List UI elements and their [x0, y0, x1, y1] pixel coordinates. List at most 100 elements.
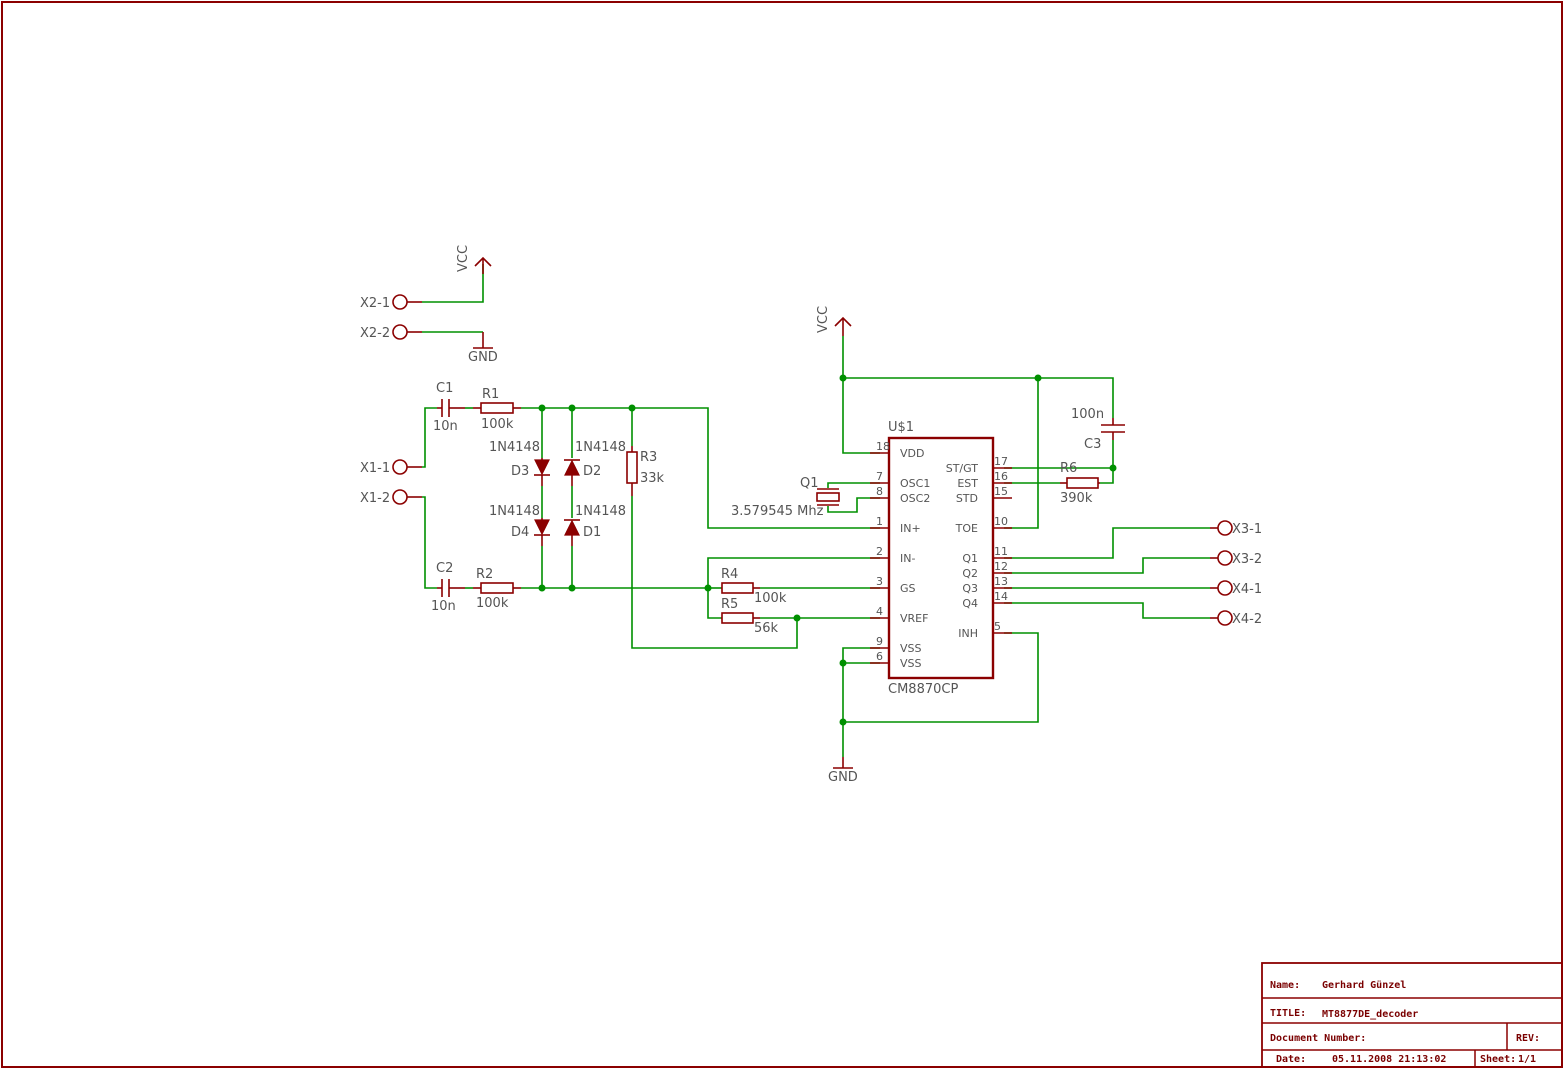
tb-rev-label: REV: [1516, 1033, 1540, 1044]
r1-value: 100k [481, 417, 514, 432]
ic-pin-name: OSC1 [900, 477, 930, 490]
wire-toe [1004, 378, 1039, 529]
crystal-q1[interactable]: Q1 3.579545 Mhz [731, 476, 840, 519]
connector-x1[interactable]: X1-1 X1-2 [360, 459, 422, 506]
d3-value: 1N4148 [489, 440, 540, 455]
resistor-r2[interactable]: R2 100k [473, 567, 521, 611]
wire-q2 [1004, 557, 1210, 574]
wire-x1-2 [422, 496, 437, 589]
diode-d3[interactable]: 1N4148 D3 [489, 440, 550, 486]
title-block: Name: Gerhard Günzel TITLE: MT8877DE_dec… [1261, 962, 1563, 1068]
ic-pin-number: 2 [876, 545, 883, 558]
connector-x3[interactable]: X3-1 X3-2 [1210, 520, 1262, 567]
diode-d2[interactable]: 1N4148 D2 [564, 440, 626, 486]
wire-in-plus [521, 407, 880, 529]
r5-name: R5 [721, 597, 738, 612]
resistor-r3[interactable]: R3 33k [626, 446, 665, 496]
ic-pin-number: 15 [994, 485, 1008, 498]
r6-name: R6 [1060, 461, 1077, 476]
ic-pin-number: 10 [994, 515, 1008, 528]
ic-pin-name: Q1 [962, 552, 978, 565]
ic-pin-name: TOE [955, 522, 978, 535]
r2-name: R2 [476, 567, 493, 582]
gnd-2-label: GND [828, 770, 858, 785]
wire-r3-vref [631, 496, 798, 649]
capacitor-c3[interactable]: 100n C3 [1071, 407, 1125, 452]
x1-2-label: X1-2 [360, 491, 390, 506]
x4-2-label: X4-2 [1232, 612, 1262, 627]
x2-1-label: X2-1 [360, 296, 390, 311]
resistor-r1[interactable]: R1 100k [473, 387, 521, 432]
wire-vdd [842, 336, 880, 454]
ic-right-pins: 17ST/GT16EST15STD10TOE11Q112Q213Q314Q45I… [946, 455, 1012, 640]
q1-value: 3.579545 Mhz [731, 504, 824, 519]
ic-pin-number: 1 [876, 515, 883, 528]
d4-value: 1N4148 [489, 504, 540, 519]
c3-value: 100n [1071, 407, 1104, 422]
ic-pin-name: IN- [900, 552, 915, 565]
r6-value: 390k [1060, 491, 1093, 506]
ic-pin-number: 9 [876, 635, 883, 648]
wire-inh [843, 632, 1039, 723]
d1-value: 1N4148 [575, 504, 626, 519]
ic-pin-name: VDD [900, 447, 924, 460]
connector-x2[interactable]: X2-1 X2-2 [360, 294, 422, 341]
wire-x2-vcc [422, 264, 484, 303]
vcc-2-label: VCC [816, 306, 831, 333]
c1-value: 10n [433, 419, 458, 434]
c3-name: C3 [1084, 437, 1101, 452]
ic-pin-number: 11 [994, 545, 1008, 558]
ic-pin-number: 14 [994, 590, 1008, 603]
ic-pin-name: EST [957, 477, 978, 490]
gnd-symbol-2: GND [828, 757, 858, 785]
wire-q1 [1004, 527, 1210, 559]
vcc-symbol-1: VCC [456, 245, 492, 274]
ic-pin-number: 4 [876, 605, 883, 618]
x3-1-label: X3-1 [1232, 522, 1262, 537]
tb-sheet-label: Sheet: [1480, 1054, 1516, 1065]
q1-name: Q1 [800, 476, 819, 491]
ic-pin-number: 7 [876, 470, 883, 483]
r4-value: 100k [754, 591, 787, 606]
ic-pin-number: 8 [876, 485, 883, 498]
wire-vss-9 [842, 647, 880, 757]
ic-pin-name: OSC2 [900, 492, 930, 505]
diode-d4[interactable]: 1N4148 D4 [489, 504, 550, 546]
gnd-symbol-1: GND [468, 332, 498, 365]
ic-pin-number: 17 [994, 455, 1008, 468]
u1-name: U$1 [888, 420, 914, 435]
wire-x1-1 [422, 407, 437, 468]
connector-x4[interactable]: X4-1 X4-2 [1210, 580, 1262, 627]
tb-title-value: MT8877DE_decoder [1322, 1009, 1418, 1020]
tb-name-label: Name: [1270, 980, 1300, 991]
ic-pin-number: 5 [994, 620, 1001, 633]
ic-u1[interactable]: U$1 CM8870CP 18VDD7OSC18OSC21IN+2IN-3GS4… [870, 420, 1012, 697]
x4-1-label: X4-1 [1232, 582, 1262, 597]
ic-pin-name: INH [958, 627, 978, 640]
capacitor-c1[interactable]: C1 10n [433, 381, 465, 434]
ic-pin-number: 16 [994, 470, 1008, 483]
resistor-r4[interactable]: R4 100k [721, 567, 787, 606]
wire-c3-r6 [1100, 440, 1114, 484]
ic-pin-name: Q2 [962, 567, 978, 580]
r1-name: R1 [482, 387, 499, 402]
r3-name: R3 [640, 450, 657, 465]
tb-date-label: Date: [1276, 1054, 1306, 1065]
c1-name: C1 [436, 381, 453, 396]
diode-d1[interactable]: 1N4148 D1 [564, 504, 626, 546]
resistor-r5[interactable]: R5 56k [721, 597, 779, 636]
ic-pin-number: 13 [994, 575, 1008, 588]
wire-osc2 [827, 497, 880, 513]
ic-pin-name: ST/GT [946, 462, 979, 475]
ic-pin-name: GS [900, 582, 916, 595]
wire-q4 [1004, 602, 1210, 619]
wire-osc1 [827, 482, 880, 488]
d3-name: D3 [511, 464, 529, 479]
d2-name: D2 [583, 464, 601, 479]
ic-pin-number: 12 [994, 560, 1008, 573]
vcc-symbol-2: VCC [816, 306, 852, 336]
capacitor-c2[interactable]: C2 10n [431, 561, 465, 614]
resistor-r6[interactable]: R6 390k [1060, 461, 1100, 506]
